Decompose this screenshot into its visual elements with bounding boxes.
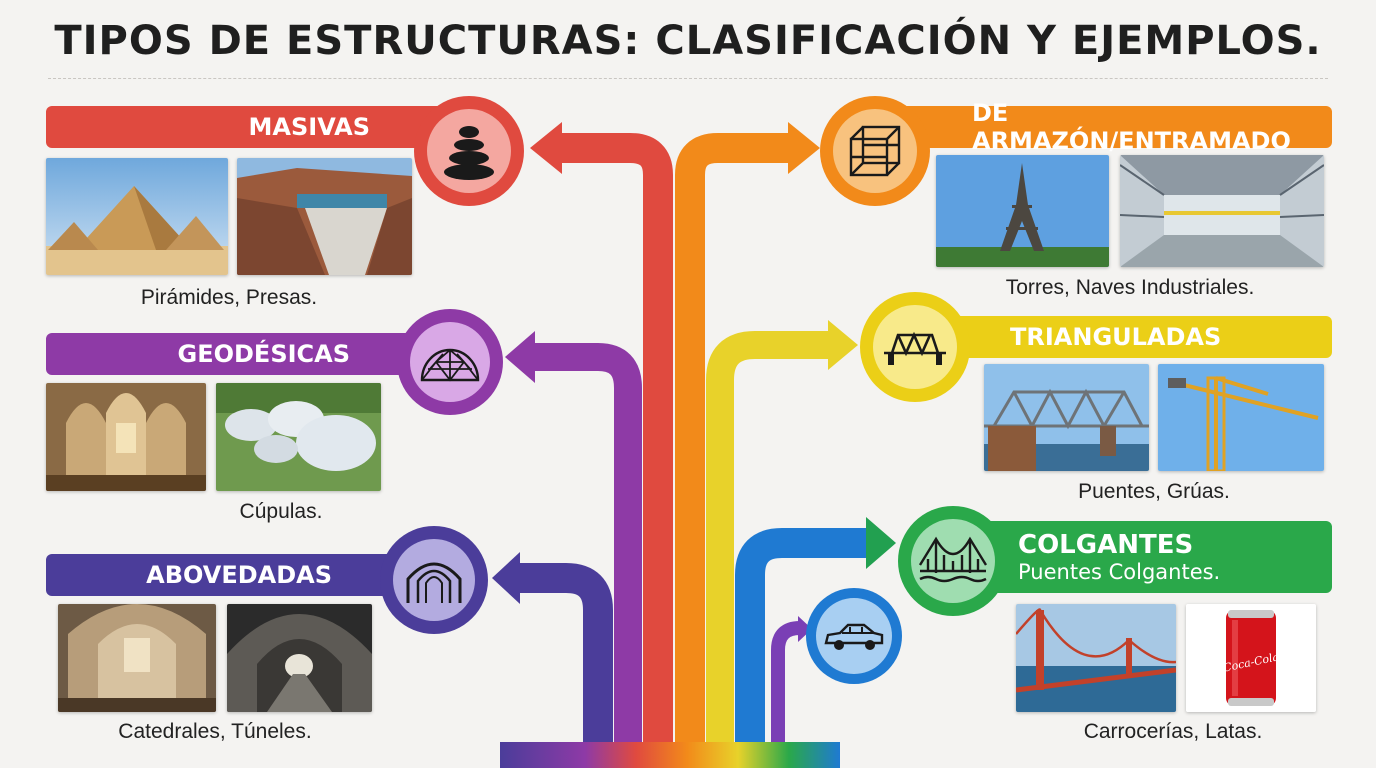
photo-soda-can: Coca-Cola: [1186, 604, 1316, 712]
circle-geodesicas: [397, 309, 503, 415]
ribbon-colgantes: [735, 528, 870, 768]
banner-armazon: DE ARMAZÓN/ENTRAMADO: [860, 99, 1332, 155]
ribbon-laminares: [771, 621, 801, 768]
photo-dam: [237, 158, 412, 275]
arrowhead-laminares: [798, 616, 812, 642]
caption-armazon: Torres, Naves Industriales.: [1005, 276, 1255, 299]
stacked-stones-icon: [444, 126, 494, 180]
circle-abovedadas: [380, 526, 488, 634]
arrowhead-colgantes: [866, 517, 896, 569]
ribbon-masivas: [560, 133, 673, 768]
banner-geodesicas: GEODÉSICAS: [46, 333, 446, 375]
label-colgantes: COLGANTES: [1018, 530, 1194, 560]
circle-laminares: [806, 588, 902, 684]
photo-crane: [1158, 364, 1324, 471]
banner-trianguladas: TRIANGULADAS: [898, 316, 1332, 358]
circle-trianguladas: [860, 292, 970, 402]
ribbon-geodesicas: [530, 343, 642, 768]
label-geodesicas: GEODÉSICAS: [177, 340, 351, 368]
circle-colgantes: [898, 506, 1008, 616]
arrowhead-trianguladas: [828, 320, 858, 370]
arrowhead-abovedadas: [492, 552, 520, 604]
truss-bridge-icon: [884, 331, 946, 365]
ribbon-abovedadas: [520, 563, 613, 768]
circle-masivas: [414, 96, 524, 206]
caption-trianguladas: Puentes, Grúas.: [1078, 480, 1230, 503]
photo-geodesic-domes: [216, 383, 381, 491]
photo-truss-bridge: [984, 364, 1149, 471]
arrowhead-masivas: [530, 122, 562, 174]
photo-eiffel-tower: [936, 155, 1109, 267]
caption-abovedadas: Catedrales, Túneles.: [118, 720, 312, 743]
ribbon-trianguladas: [706, 331, 830, 768]
banner-masivas: MASIVAS: [46, 106, 466, 148]
label-trianguladas: TRIANGULADAS: [1010, 323, 1222, 351]
label-abovedadas: ABOVEDADAS: [146, 561, 332, 589]
caption-laminares: Carrocerías, Latas.: [1083, 720, 1263, 743]
suspension-bridge-icon: [918, 536, 988, 583]
photo-pyramids: [46, 158, 228, 275]
photo-industrial-hall: [1120, 155, 1324, 267]
frame-cube-icon: [849, 125, 901, 177]
ribbon-base-band: [500, 742, 840, 768]
car-body-icon: [824, 623, 884, 650]
banner-colgantes: COLGANTES Puentes Colgantes.: [946, 521, 1332, 593]
photo-golden-gate: [1016, 604, 1176, 712]
subtitle-colgantes: Puentes Colgantes.: [1018, 560, 1221, 584]
circle-armazon: [820, 96, 930, 206]
page-title: TIPOS DE ESTRUCTURAS: CLASIFICACIÓN Y EJ…: [54, 18, 1322, 64]
caption-masivas: Pirámides, Presas.: [140, 286, 318, 309]
geodesic-dome-icon: [420, 348, 480, 382]
photo-cathedral-nave: [58, 604, 216, 712]
label-masivas: MASIVAS: [248, 113, 370, 141]
arrowhead-geodesicas: [505, 331, 535, 383]
photo-tunnel: [227, 604, 372, 712]
vault-arches-icon: [406, 562, 462, 603]
ribbon-armazon: [675, 133, 790, 768]
label-armazon: DE ARMAZÓN/ENTRAMADO: [972, 99, 1291, 155]
caption-geodesicas: Cúpulas.: [239, 500, 323, 523]
photo-cathedral-interior: [46, 383, 206, 491]
banner-abovedadas: ABOVEDADAS: [46, 554, 428, 596]
arrowhead-armazon: [788, 122, 820, 174]
title-divider: [48, 78, 1328, 79]
